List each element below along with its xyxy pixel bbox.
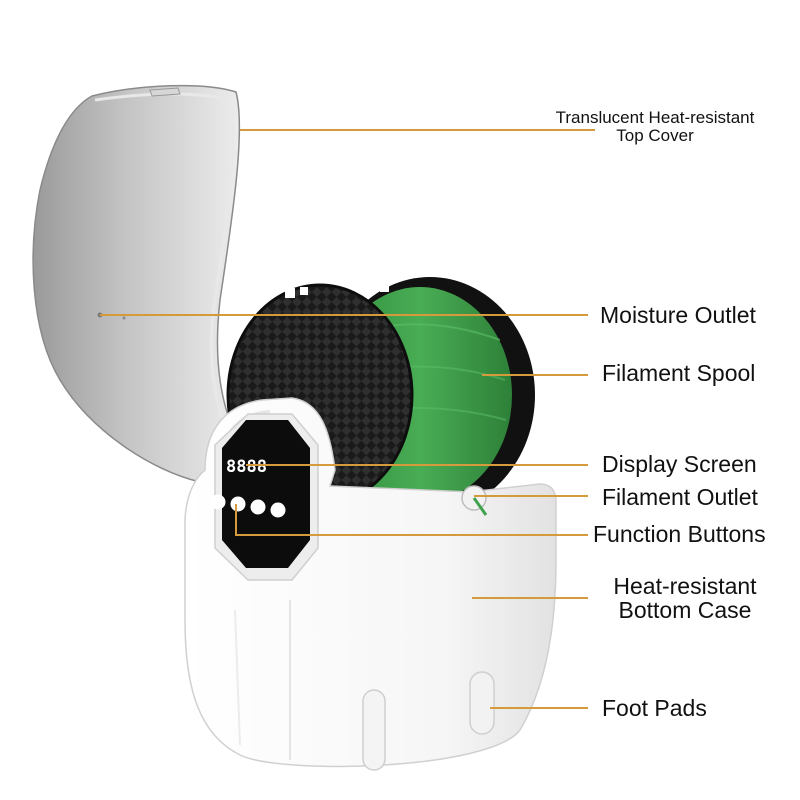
- label-filament-outlet: Filament Outlet: [602, 484, 758, 510]
- function-button-2[interactable]: [230, 496, 246, 512]
- filament-spool: [226, 277, 535, 513]
- label-display-screen: Display Screen: [602, 451, 757, 477]
- label-top-cover: Translucent Heat-resistant Top Cover: [543, 109, 767, 145]
- label-moisture-outlet: Moisture Outlet: [600, 302, 756, 328]
- label-top-cover-line2: Top Cover: [616, 125, 694, 145]
- display-screen-digits: 8888: [226, 457, 267, 477]
- label-bottom-case-line2: Bottom Case: [618, 597, 752, 624]
- control-panel: 8888: [210, 413, 319, 581]
- function-button-4[interactable]: [270, 502, 286, 518]
- leader-function-buttons: [235, 504, 588, 536]
- label-bottom-case-line1: Heat-resistant: [613, 573, 757, 599]
- top-cover: [32, 84, 241, 483]
- leader-lines: [100, 129, 595, 709]
- label-top-cover-line1: Translucent Heat-resistant: [555, 108, 755, 127]
- label-foot-pads: Foot Pads: [602, 695, 707, 721]
- label-function-buttons: Function Buttons: [593, 521, 766, 547]
- function-button-3[interactable]: [250, 499, 266, 515]
- label-bottom-case: Heat-resistant Bottom Case: [598, 574, 772, 622]
- foot-pads: [362, 671, 495, 771]
- function-button-1[interactable]: [210, 494, 226, 510]
- label-filament-spool: Filament Spool: [602, 360, 756, 386]
